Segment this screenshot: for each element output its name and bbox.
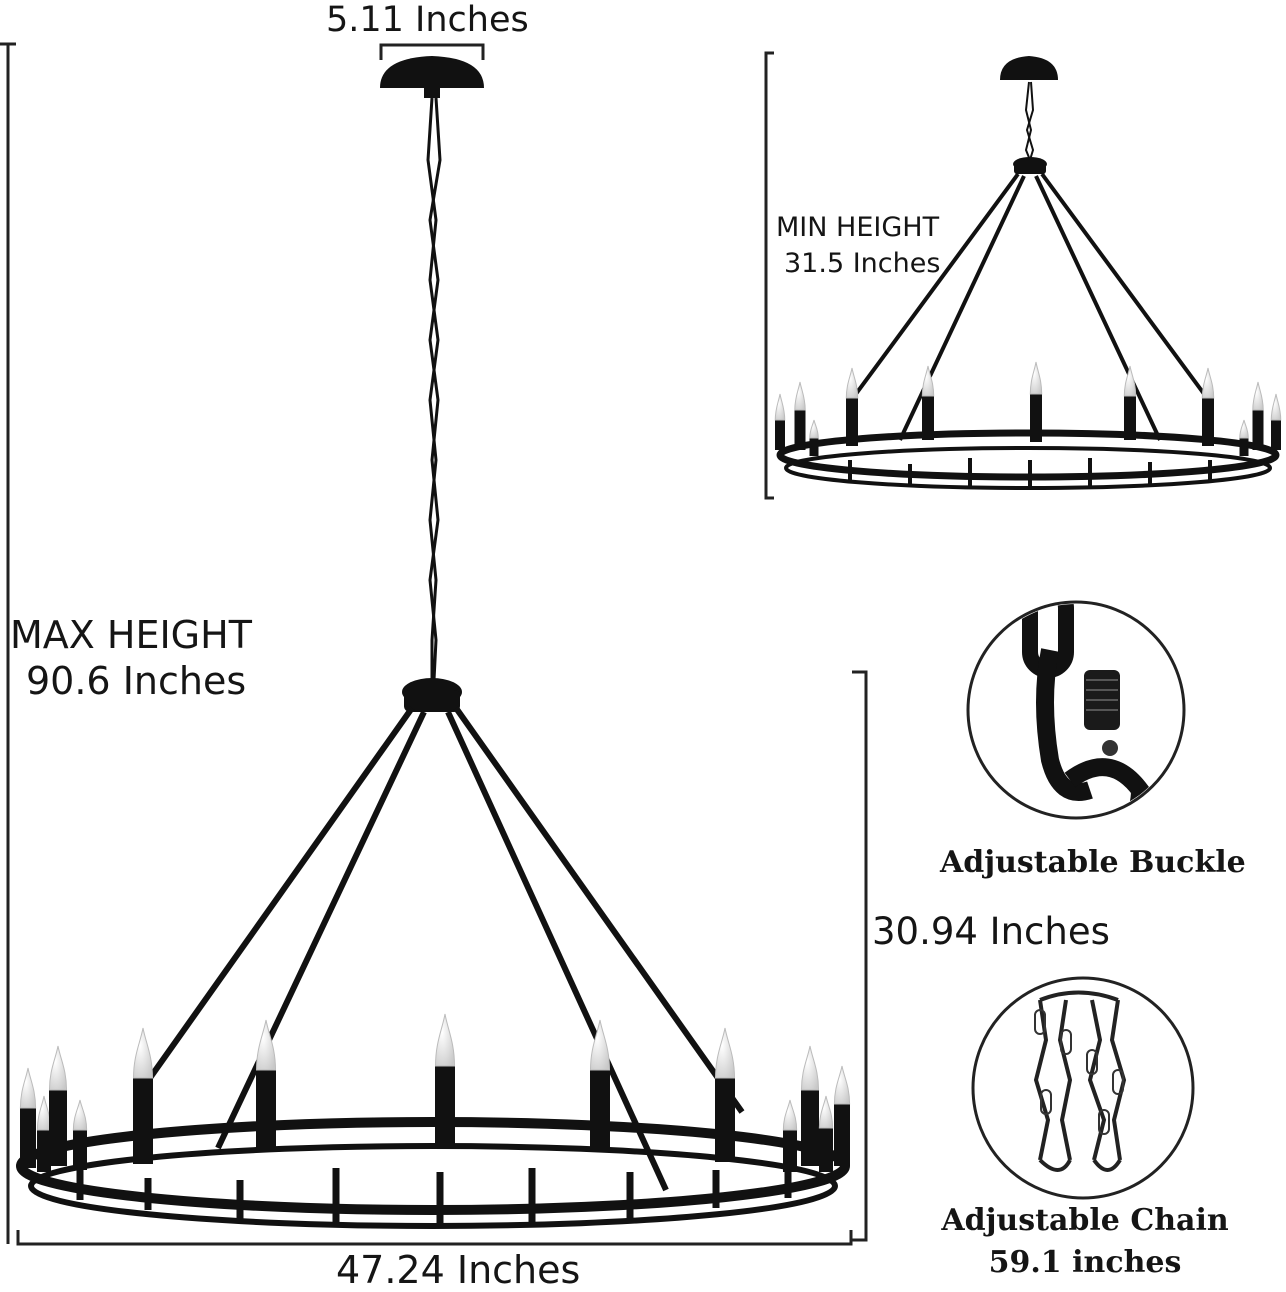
main-candle	[782, 1099, 798, 1172]
body-height-dimension-line	[852, 670, 868, 1242]
main-candle	[833, 1065, 851, 1166]
max-height-dimension-line	[0, 42, 16, 1244]
small-candle	[809, 419, 819, 456]
chain-length-value: 59.1 inches	[988, 1245, 1182, 1280]
small-candle	[1123, 365, 1137, 440]
diameter-dimension-line	[16, 1230, 853, 1246]
diameter-label: 47.24 Inches	[336, 1248, 581, 1292]
small-candle	[1201, 367, 1215, 446]
main-candle	[132, 1027, 154, 1164]
main-candle	[714, 1027, 736, 1162]
main-candle	[36, 1095, 52, 1172]
min-height-dimension-line	[764, 51, 774, 500]
main-candle	[48, 1045, 68, 1166]
canopy-width-label: 5.11 Inches	[326, 0, 529, 40]
max-height-title: MAX HEIGHT	[10, 613, 252, 657]
main-candle-group	[19, 1013, 851, 1172]
body-height-label: 30.94 Inches	[872, 910, 1110, 953]
small-candle	[921, 365, 935, 440]
small-candle	[1270, 393, 1282, 450]
main-candle	[800, 1045, 820, 1166]
main-candle	[72, 1099, 88, 1170]
small-chandelier	[774, 56, 1282, 490]
chain-detail	[971, 976, 1195, 1200]
buckle-detail	[966, 600, 1186, 820]
min-height-label: MIN HEIGHT 31.5 Inches	[776, 210, 940, 282]
main-candle	[19, 1067, 37, 1168]
chain-caption-title: Adjustable Chain	[941, 1203, 1229, 1238]
main-candle	[589, 1019, 611, 1148]
min-height-value: 31.5 Inches	[784, 248, 941, 279]
main-candle	[255, 1019, 277, 1150]
small-candle-group	[774, 361, 1282, 456]
min-height-title: MIN HEIGHT	[776, 212, 940, 243]
max-height-label: MAX HEIGHT 90.6 Inches	[10, 612, 252, 704]
chain-caption: Adjustable Chain 59.1 inches	[930, 1200, 1240, 1284]
small-candle	[1029, 361, 1043, 442]
small-candle	[1239, 419, 1249, 456]
small-candle	[1252, 381, 1264, 450]
small-candle	[845, 367, 859, 446]
canopy-width-bracket	[379, 43, 485, 60]
max-height-value: 90.6 Inches	[26, 659, 247, 703]
small-candle	[774, 393, 786, 450]
main-candle	[434, 1013, 456, 1146]
main-candle	[818, 1095, 834, 1172]
small-candle	[794, 381, 806, 450]
main-chandelier	[16, 56, 851, 1229]
buckle-caption: Adjustable Buckle	[940, 845, 1246, 880]
